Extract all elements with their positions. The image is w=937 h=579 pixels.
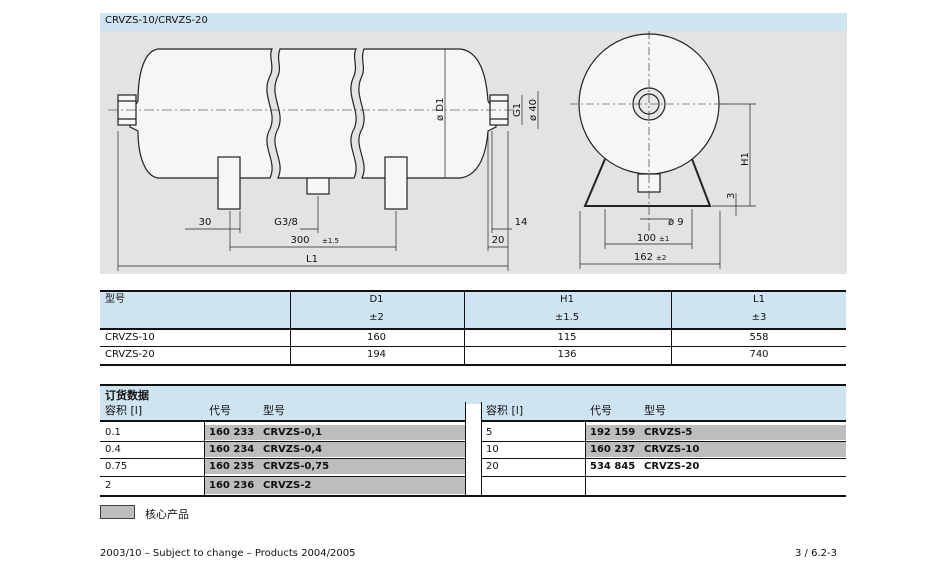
right-col-partno: 代号 bbox=[590, 404, 612, 417]
dim-162-label: 162 bbox=[634, 252, 653, 263]
end-view-stand bbox=[583, 158, 712, 207]
header-d1-tolerance: ±2 bbox=[369, 312, 384, 323]
row-d1: 160 bbox=[366, 332, 387, 343]
header-h1-tolerance: ±1.5 bbox=[554, 312, 580, 323]
dim-300-label: 300 bbox=[290, 235, 309, 246]
order-model: CRVZS-0,75 bbox=[263, 461, 330, 472]
left-foot bbox=[217, 156, 241, 210]
left-col-model: 型号 bbox=[263, 404, 285, 417]
dim-d40-label: ø 40 bbox=[528, 99, 539, 121]
order-partno: 160 233 bbox=[209, 427, 255, 438]
order-partno: 160 237 bbox=[590, 444, 636, 455]
legend-swatch bbox=[100, 505, 135, 519]
dim-14-label: 14 bbox=[515, 217, 528, 228]
dim-g1-label: G1 bbox=[512, 103, 523, 117]
header-model: 型号 bbox=[105, 294, 125, 305]
row-model: CRVZS-20 bbox=[105, 349, 155, 360]
dim-100-label: 100 bbox=[637, 233, 656, 244]
dim-3-label: 3 bbox=[726, 193, 737, 199]
order-volume: 0.75 bbox=[105, 461, 128, 472]
order-model: CRVZS-2 bbox=[263, 480, 312, 491]
dim-162-tolerance: ±2 bbox=[656, 254, 666, 262]
order-volume: 10 bbox=[486, 444, 499, 455]
dim-30-label: 30 bbox=[199, 217, 212, 228]
order-partno: 160 234 bbox=[209, 444, 255, 455]
order-partno: 192 159 bbox=[590, 427, 636, 438]
header-l1-tolerance: ±3 bbox=[751, 312, 767, 323]
order-model: CRVZS-20 bbox=[644, 461, 700, 472]
dim-300-tolerance: ±1.5 bbox=[322, 237, 339, 245]
header-d1: D1 bbox=[369, 294, 384, 305]
order-left-subheader bbox=[100, 402, 465, 420]
tank-left-segment bbox=[129, 48, 274, 179]
legend-label: 核心产品 bbox=[145, 508, 189, 521]
order-partno: 160 235 bbox=[209, 461, 255, 472]
end-view-port bbox=[632, 87, 666, 121]
dim-20-label: 20 bbox=[492, 235, 505, 246]
dim-100-tolerance: ±1 bbox=[659, 235, 669, 243]
row-l1: 740 bbox=[749, 349, 769, 360]
dimensions-table-header bbox=[100, 290, 846, 328]
dim-d1-label: ø D1 bbox=[435, 98, 446, 121]
order-volume: 5 bbox=[486, 427, 493, 438]
left-col-partno: 代号 bbox=[209, 404, 231, 417]
drawing-title-bar: CRVZS-10/CRVZS-20 bbox=[100, 13, 847, 31]
right-foot bbox=[384, 156, 408, 210]
dim-h1-label: H1 bbox=[740, 152, 751, 166]
dim-l1-label: L1 bbox=[306, 254, 318, 265]
dim-d9-label: ø 9 bbox=[668, 217, 684, 228]
tank-right-segment bbox=[358, 48, 497, 179]
footer-text: 2003/10 – Subject to change – Products 2… bbox=[100, 548, 356, 559]
row-d1: 194 bbox=[366, 349, 387, 360]
dim-g38-label: G3/8 bbox=[274, 217, 298, 228]
order-volume: 20 bbox=[486, 461, 499, 472]
order-volume: 0.4 bbox=[105, 444, 121, 455]
order-table-title: 订货数据 bbox=[105, 389, 149, 402]
header-l1: L1 bbox=[753, 294, 765, 305]
page-number: 3 / 6.2-3 bbox=[795, 548, 837, 559]
row-model: CRVZS-10 bbox=[105, 332, 155, 343]
header-h1: H1 bbox=[560, 294, 574, 305]
order-right-subheader bbox=[481, 402, 846, 420]
order-model: CRVZS-0,1 bbox=[263, 427, 323, 438]
right-col-volume: 容积 [l] bbox=[486, 404, 524, 417]
row-l1: 558 bbox=[749, 332, 769, 343]
row-h1: 136 bbox=[557, 349, 577, 360]
drain-nozzle bbox=[306, 177, 330, 195]
order-partno: 534 845 bbox=[590, 461, 636, 472]
order-volume: 2 bbox=[105, 480, 112, 491]
drawing-title: CRVZS-10/CRVZS-20 bbox=[105, 15, 208, 26]
order-model: CRVZS-5 bbox=[644, 427, 693, 438]
order-model: CRVZS-0,4 bbox=[263, 444, 323, 455]
order-partno: 160 236 bbox=[209, 480, 255, 491]
row-h1: 115 bbox=[557, 332, 577, 343]
technical-drawing: L1 300 ±1.5 30 G3/8 14 20 ø D1 G1 ø 40 1… bbox=[108, 31, 756, 271]
order-table-title-bar bbox=[100, 384, 846, 404]
order-volume: 0.1 bbox=[105, 427, 121, 438]
order-model: CRVZS-10 bbox=[644, 444, 700, 455]
left-col-volume: 容积 [l] bbox=[105, 404, 143, 417]
tank-middle-segment bbox=[274, 48, 358, 179]
right-col-model: 型号 bbox=[644, 404, 666, 417]
